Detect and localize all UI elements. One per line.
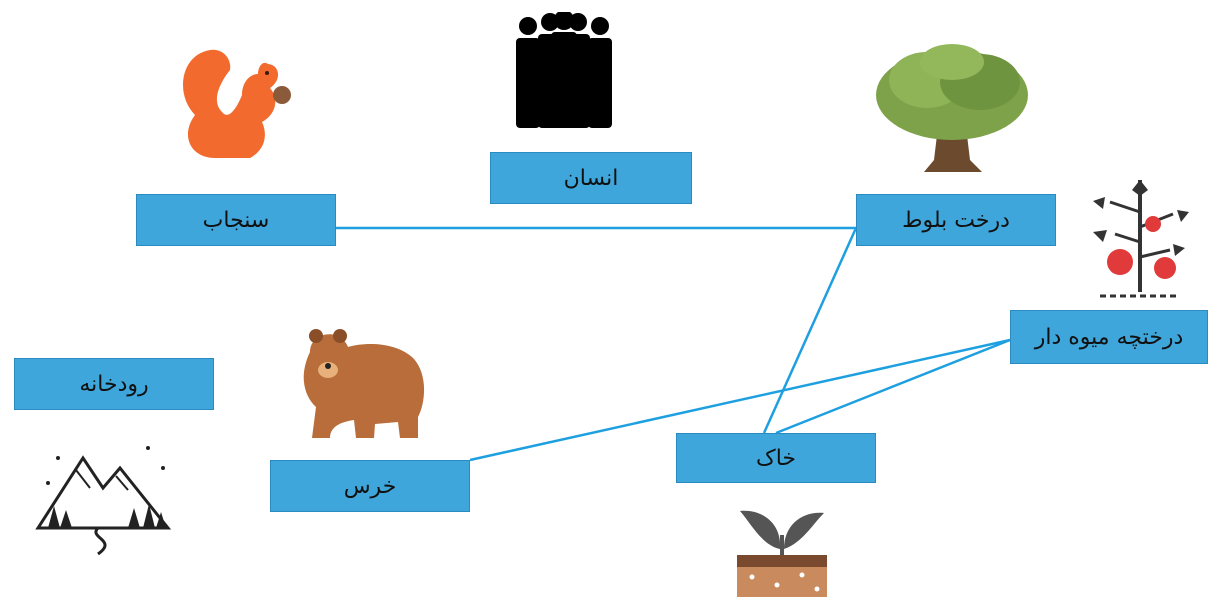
node-fruit-shrub: درختچه میوه دار xyxy=(1010,310,1208,364)
node-river: رودخانه xyxy=(14,358,214,410)
node-soil: خاک xyxy=(676,433,876,483)
node-squirrel: سنجاب xyxy=(136,194,336,246)
oak-tree-icon xyxy=(876,44,1028,172)
node-oak: درخت بلوط xyxy=(856,194,1056,246)
bear-icon xyxy=(303,329,425,438)
link-fruit_shrub-bear xyxy=(469,338,1011,462)
sprout-soil-icon xyxy=(737,510,827,597)
mountain-river-icon xyxy=(35,446,172,556)
node-human: انسان xyxy=(490,152,692,204)
tomato-plant-icon xyxy=(1093,180,1189,298)
link-oak-soil xyxy=(762,227,858,434)
people-icon xyxy=(516,12,612,128)
node-bear: خرس xyxy=(270,460,470,512)
squirrel-icon xyxy=(183,49,291,158)
link-fruit_shrub-soil xyxy=(775,338,1011,435)
